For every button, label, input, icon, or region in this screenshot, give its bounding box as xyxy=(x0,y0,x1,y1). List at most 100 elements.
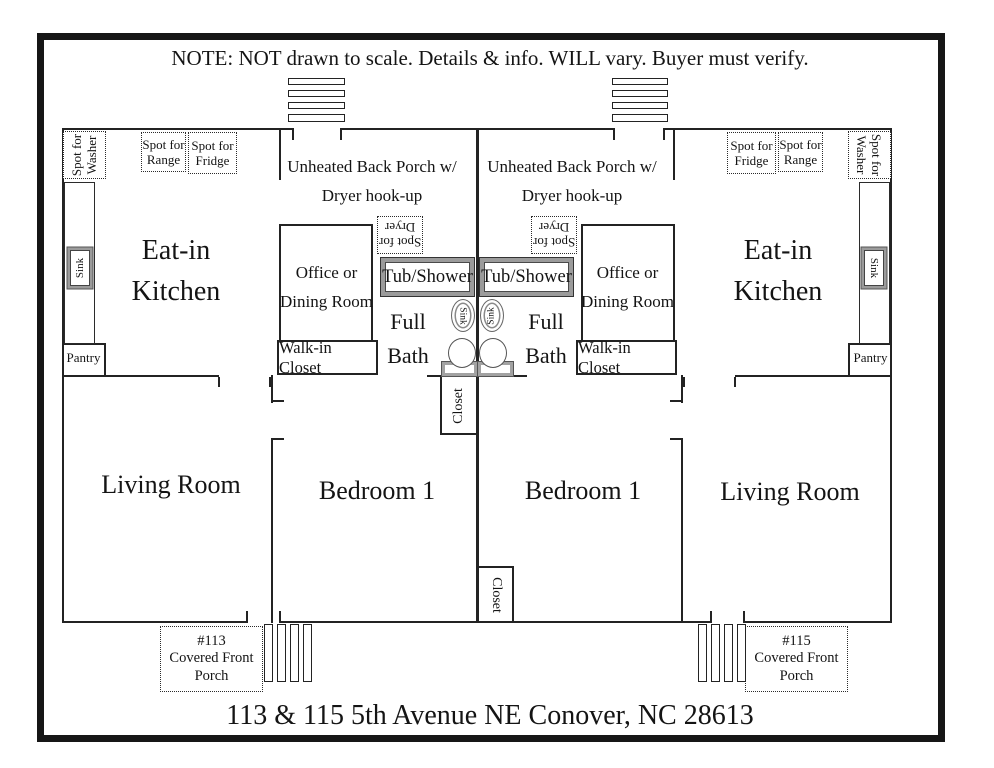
wall-bedroom-living-left xyxy=(271,375,273,403)
step xyxy=(288,78,345,85)
door-jamb xyxy=(670,400,682,402)
door-jamb xyxy=(272,400,284,402)
door-jamb xyxy=(279,611,281,623)
room-label-living-left: Living Room xyxy=(101,470,241,499)
room-label-living-right: Living Room xyxy=(720,477,860,506)
door-jamb xyxy=(218,377,220,387)
address-title: 113 & 115 5th Avenue NE Conover, NC 2861… xyxy=(226,700,754,731)
wall-bedroom-living-right xyxy=(681,438,683,623)
door-jamb xyxy=(683,377,685,387)
disclaimer-note: NOTE: NOT drawn to scale. Details & info… xyxy=(171,46,809,70)
step xyxy=(264,624,273,682)
step xyxy=(277,624,286,682)
room-label-bedroom-left: Bedroom 1 xyxy=(318,476,436,505)
bath-sink-left: Sink xyxy=(451,299,475,332)
front-porch-left: #113 Covered Front Porch xyxy=(160,626,263,692)
wall-kitchen-porch-left xyxy=(279,128,281,180)
step xyxy=(698,624,707,682)
walkin-closet-right: Walk-in Closet xyxy=(576,337,677,377)
wall-bedroom-living-left xyxy=(271,438,273,623)
wall-exterior-bottom xyxy=(281,621,710,623)
pantry-room-right xyxy=(848,343,892,377)
pantry-room-left xyxy=(62,343,106,377)
step xyxy=(612,102,668,109)
wall-exterior-bottom xyxy=(745,621,892,623)
room-label-back-porch-right: Unheated Back Porch w/Dryer hook-up xyxy=(487,157,657,205)
door-jamb xyxy=(743,611,745,623)
step xyxy=(612,78,668,85)
closet-room-left xyxy=(440,377,478,435)
step xyxy=(612,114,668,122)
room-label-bedroom-right: Bedroom 1 xyxy=(524,476,642,505)
walkin-closet-left: Walk-in Closet xyxy=(277,337,378,377)
step xyxy=(288,114,345,122)
kitchen-sink-left: Sink xyxy=(70,250,90,286)
step xyxy=(303,624,312,682)
room-label-back-porch-left: Unheated Back Porch w/Dryer hook-up xyxy=(287,157,457,205)
tub-shower-right: Tub/Shower xyxy=(479,257,574,297)
wall-exterior-bottom xyxy=(62,621,246,623)
wall-exterior-top xyxy=(665,128,892,130)
wall-kitchen-bottom-right xyxy=(735,375,892,377)
sink-label: Sink xyxy=(74,257,86,279)
pantry-label-right: Pantry xyxy=(853,350,888,365)
step xyxy=(724,624,733,682)
door-jamb xyxy=(663,128,665,140)
tub-shower-left: Tub/Shower xyxy=(380,257,475,297)
pantry-label-left: Pantry xyxy=(66,350,101,365)
wall-exterior-top xyxy=(62,128,292,130)
wall-kitchen-porch-right xyxy=(673,128,675,180)
door-jamb xyxy=(246,611,248,623)
closet-room-right xyxy=(477,566,514,623)
door-jamb xyxy=(670,438,682,440)
bath-sink-right: Sink xyxy=(480,299,504,332)
door-jamb xyxy=(292,128,294,140)
tub-shower-label: Tub/Shower xyxy=(382,266,473,287)
walkin-closet-label: Walk-in Closet xyxy=(279,337,332,377)
step xyxy=(290,624,299,682)
toilet-bowl-right xyxy=(479,338,507,368)
door-jamb xyxy=(710,611,712,623)
door-jamb xyxy=(613,128,615,140)
office-room-left xyxy=(279,224,373,341)
door-jamb xyxy=(269,377,271,387)
wall-kitchen-bottom-left xyxy=(62,375,219,377)
closet-label-right: Closet xyxy=(488,576,504,613)
step xyxy=(288,90,345,97)
step xyxy=(288,102,345,109)
walkin-closet-label: Walk-in Closet xyxy=(578,337,631,377)
step xyxy=(737,624,746,682)
front-porch-right: #115 Covered Front Porch xyxy=(745,626,848,692)
sink-label: Sink xyxy=(458,306,468,325)
office-room-right xyxy=(581,224,675,341)
door-jamb xyxy=(340,128,342,140)
sink-label: Sink xyxy=(868,257,880,279)
sink-label: Sink xyxy=(487,306,497,325)
step xyxy=(612,90,668,97)
wall-bedroom-living-right xyxy=(681,375,683,403)
door-jamb xyxy=(272,438,284,440)
